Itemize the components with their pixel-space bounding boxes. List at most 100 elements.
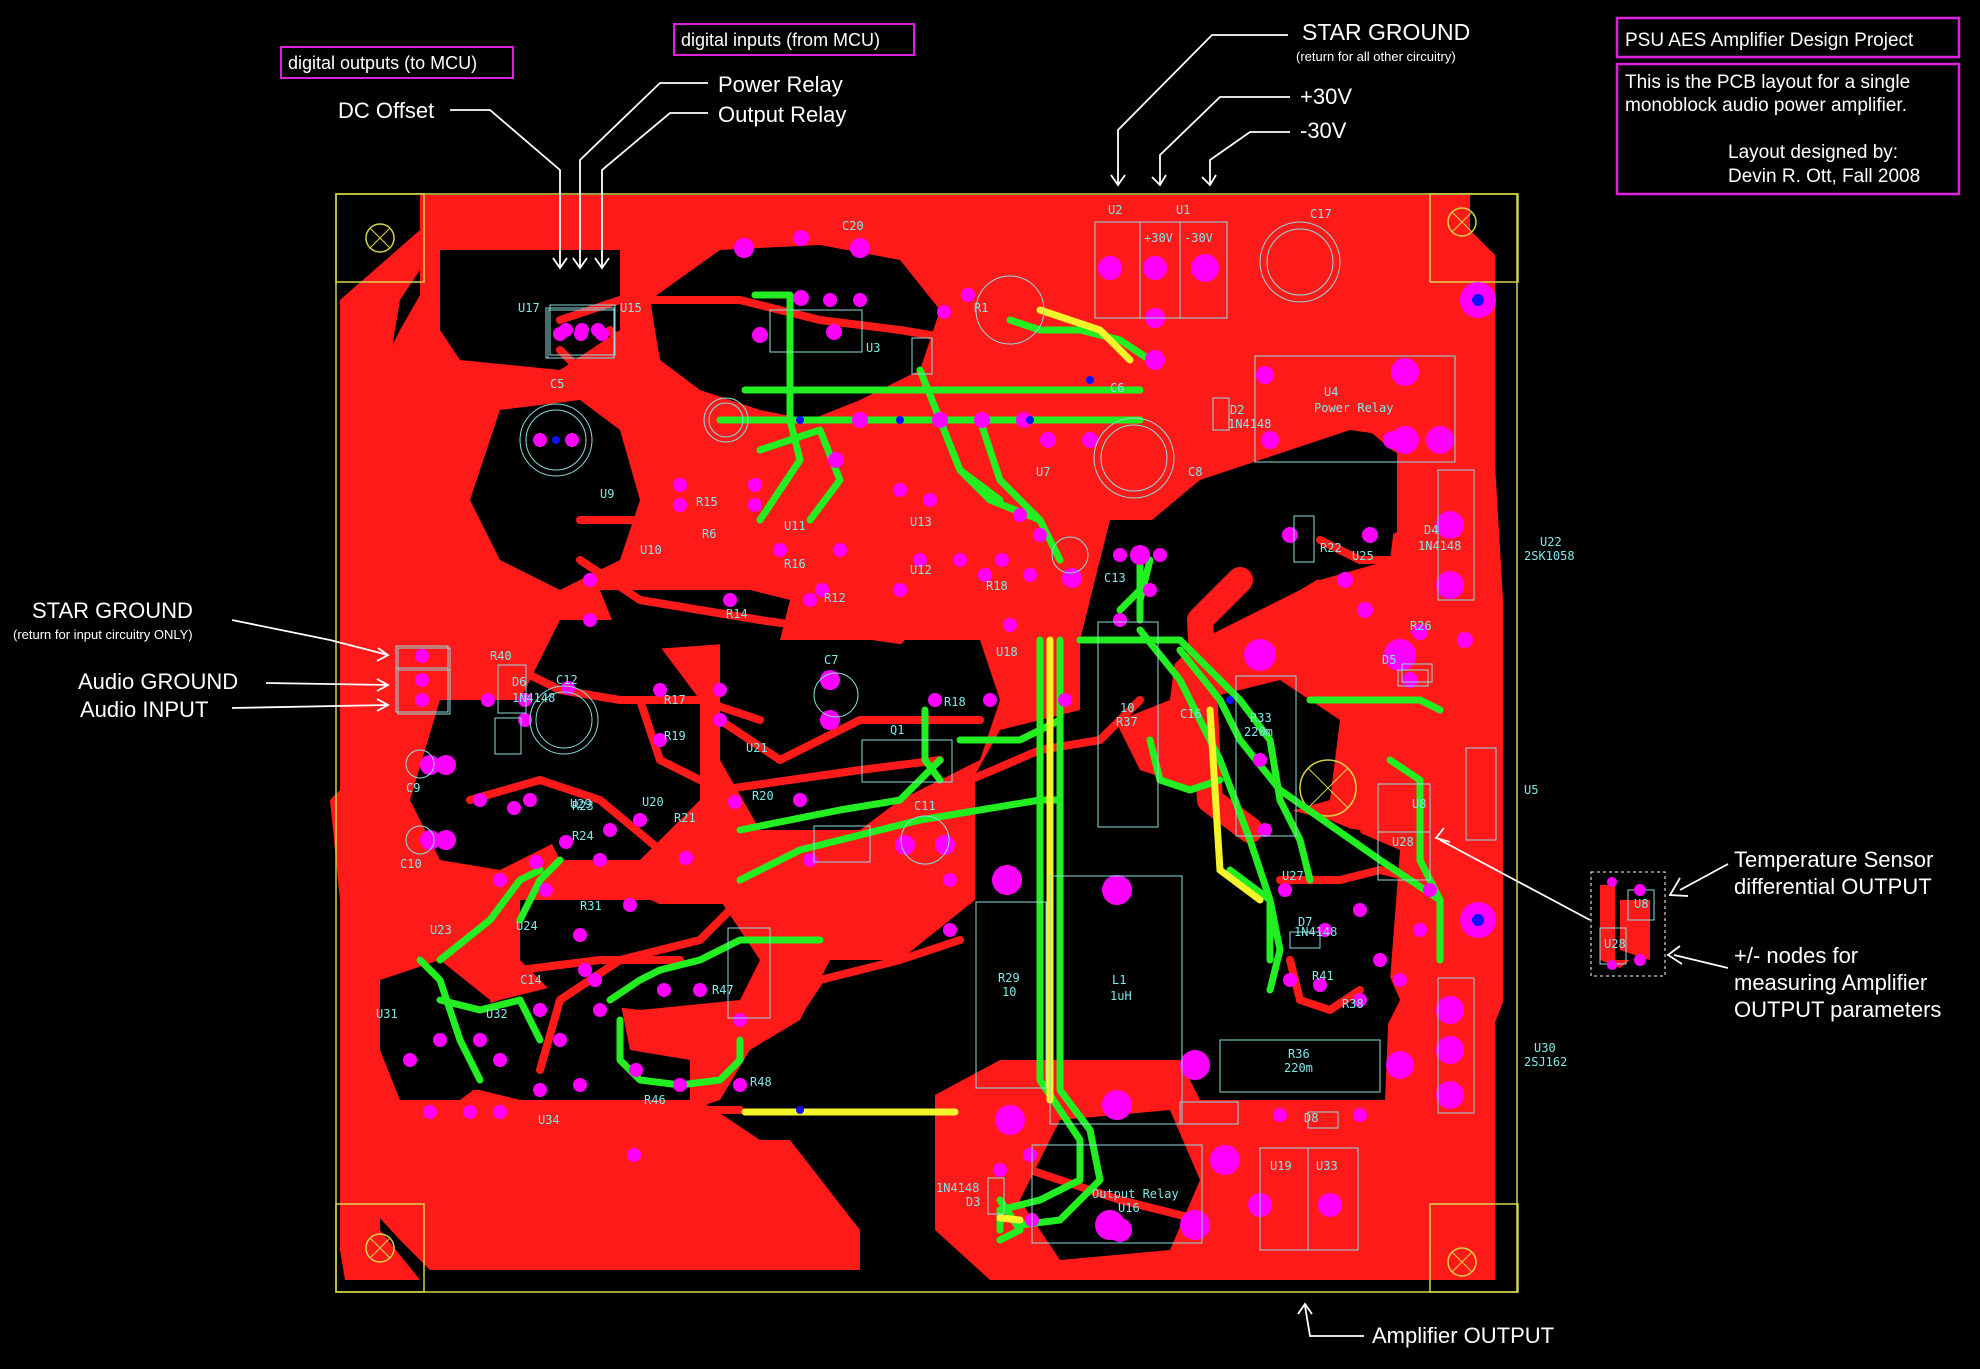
mcu-headers: [547, 309, 615, 359]
ref-r40: R40: [490, 649, 512, 663]
ref-r19: R19: [664, 729, 686, 743]
label-dc-offset: DC Offset: [338, 98, 434, 123]
label-plus30: +30V: [1300, 84, 1352, 109]
ref-r31: R31: [580, 899, 602, 913]
ref-d7: D7: [1298, 915, 1312, 929]
ref-c11: C11: [914, 799, 936, 813]
ref-r18a: R18: [986, 579, 1008, 593]
title-box-line1: This is the PCB layout for a single: [1625, 72, 1910, 93]
label-digital-inputs: digital inputs (from MCU): [681, 30, 880, 50]
title-box: PSU AES Amplifier Design Project This is…: [1615, 16, 1961, 196]
annotations: digital outputs (to MCU) digital inputs …: [13, 19, 1941, 1348]
ref-d8: D8: [1304, 1111, 1318, 1125]
ref-u31: U31: [376, 1007, 398, 1021]
vias: [552, 294, 1484, 1114]
label-star-ground-left: STAR GROUND: [32, 598, 193, 623]
ref-u20: U20: [642, 795, 664, 809]
ref-d7v: 1N4148: [1294, 925, 1337, 939]
ref-u25: U25: [1352, 549, 1374, 563]
ref-u30: U30: [1534, 1041, 1556, 1055]
ref-r37v: 10: [1120, 701, 1134, 715]
ref-c10: C10: [400, 857, 422, 871]
title-box-line2: monoblock audio power amplifier.: [1625, 95, 1907, 116]
ref-r14: R14: [726, 607, 748, 621]
ref-u33: U33: [1316, 1159, 1338, 1173]
ref-u29: U29: [570, 797, 592, 811]
ref-u23: U23: [430, 923, 452, 937]
ref-u19: U19: [1270, 1159, 1292, 1173]
ref-r33v: 220m: [1244, 725, 1273, 739]
title-box-line4: Devin R. Ott, Fall 2008: [1728, 166, 1920, 187]
ref-r18: R18: [944, 695, 966, 709]
label-audio-ground: Audio GROUND: [78, 669, 238, 694]
ref-u11: U11: [784, 519, 806, 533]
ref-r16: R16: [784, 557, 806, 571]
ref-c20: C20: [842, 219, 864, 233]
ref-r33: R33: [1250, 711, 1272, 725]
ref-u8: U8: [1412, 797, 1426, 811]
ref-u30v: 2SJ162: [1524, 1055, 1567, 1069]
svg-text:U8: U8: [1634, 897, 1648, 911]
ref-l1v: 1uH: [1110, 989, 1132, 1003]
label-minus30: -30V: [1300, 118, 1347, 143]
ref-r29v: 10: [1002, 985, 1016, 999]
ref-q1: Q1: [890, 723, 904, 737]
ref-r20: R20: [752, 789, 774, 803]
ref-u22v: 2SK1058: [1524, 549, 1575, 563]
ref-r15: R15: [696, 495, 718, 509]
ref-c14: C14: [520, 973, 542, 987]
title-box-heading: PSU AES Amplifier Design Project: [1625, 30, 1914, 51]
label-nodes-3: OUTPUT parameters: [1734, 997, 1941, 1022]
ref-c16: C16: [1180, 707, 1202, 721]
silkscreen-labels: U17 U15 U2 U1 +30V -30V C17 C5 C20 R1 U3…: [376, 203, 1575, 1215]
ref-u24: U24: [516, 919, 538, 933]
ref-u27: U27: [1282, 869, 1304, 883]
ref-c13: C13: [1104, 571, 1126, 585]
label-power-relay: Power Relay: [718, 72, 843, 97]
ref-u34: U34: [538, 1113, 560, 1127]
ref-r47: R47: [712, 983, 734, 997]
ref-output-relay: Output Relay: [1092, 1187, 1179, 1201]
ref-m30: -30V: [1184, 231, 1213, 245]
ref-u2: U2: [1108, 203, 1122, 217]
svg-text:U28: U28: [1604, 937, 1626, 951]
ref-r38: R38: [1342, 997, 1364, 1011]
ref-u21: U21: [746, 741, 768, 755]
label-star-ground-top-note: (return for all other circuitry): [1296, 49, 1456, 64]
ref-r36: R36: [1288, 1047, 1310, 1061]
ref-r17: R17: [664, 693, 686, 707]
ref-u9: U9: [600, 487, 614, 501]
component-boxes: [494, 221, 1497, 1251]
ref-p30: +30V: [1144, 231, 1173, 245]
temp-sensor-inset: U8 U28: [1590, 871, 1666, 977]
label-digital-outputs: digital outputs (to MCU): [288, 53, 477, 73]
label-temp-sensor-1: Temperature Sensor: [1734, 847, 1933, 872]
ref-u15: U15: [620, 301, 642, 315]
ref-c12: C12: [556, 673, 578, 687]
ref-c5: C5: [550, 377, 564, 391]
ref-u28: U28: [1392, 835, 1414, 849]
ref-r46: R46: [644, 1093, 666, 1107]
ref-c7: C7: [824, 653, 838, 667]
label-star-ground-top: STAR GROUND: [1302, 19, 1470, 45]
ref-c17: C17: [1310, 207, 1332, 221]
leader-lines: [231, 34, 1729, 1337]
arrowheads: [376, 174, 1689, 1315]
ref-u5: U5: [1524, 783, 1538, 797]
ref-u13: U13: [910, 515, 932, 529]
ref-u7: U7: [1036, 465, 1050, 479]
ref-r48: R48: [750, 1075, 772, 1089]
label-temp-sensor-2: differential OUTPUT: [1734, 874, 1932, 899]
bottom-traces: [416, 252, 1503, 1224]
ref-u3: U3: [866, 341, 880, 355]
ref-r23: R23: [572, 799, 594, 813]
ref-c6: C6: [1110, 381, 1124, 395]
ref-d3v: 1N4148: [936, 1181, 979, 1195]
ref-r24: R24: [572, 829, 594, 843]
ref-d6: D6: [512, 675, 526, 689]
ref-r26: R26: [1410, 619, 1432, 633]
ref-c9: C9: [406, 781, 420, 795]
ref-d5: D5: [1382, 653, 1396, 667]
ref-l1: L1: [1112, 973, 1126, 987]
